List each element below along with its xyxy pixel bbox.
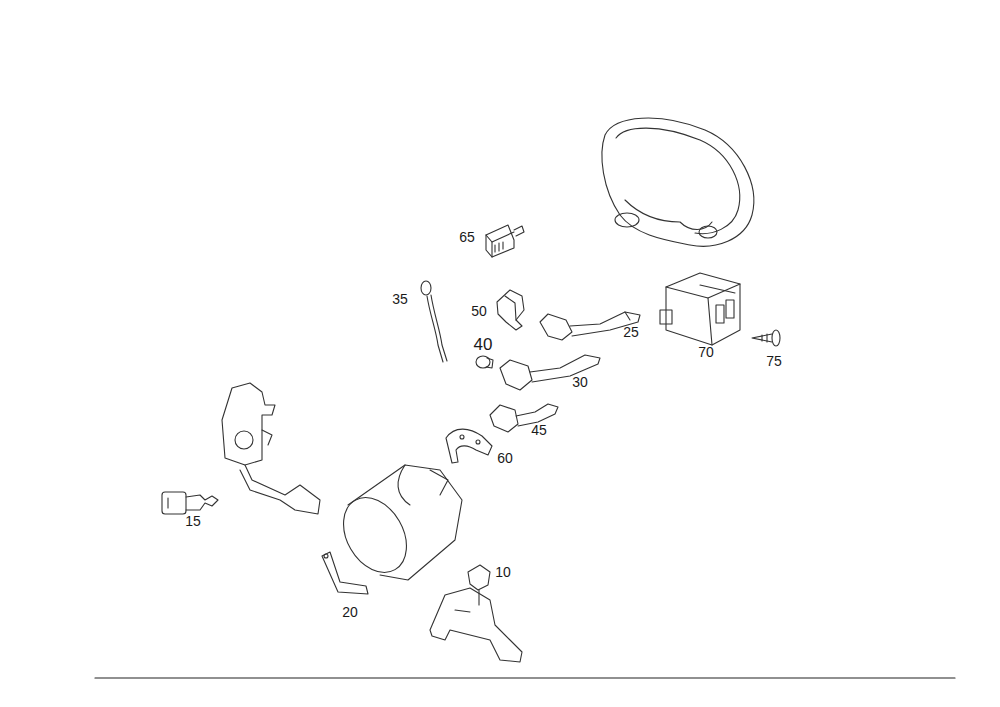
callout-number: 45 xyxy=(531,423,547,437)
callout-number: 20 xyxy=(342,605,358,619)
callout-number: 10 xyxy=(495,565,511,579)
screw xyxy=(752,330,780,346)
lever-switch xyxy=(500,355,600,390)
callout-number: 50 xyxy=(471,304,487,318)
callout-number: 25 xyxy=(623,325,639,339)
callout-number: 30 xyxy=(572,375,588,389)
bracket xyxy=(322,552,368,594)
callout-number: 40 xyxy=(474,336,493,353)
callout-number: 15 xyxy=(185,514,201,528)
switch xyxy=(497,290,524,330)
combination-switch xyxy=(660,273,740,345)
brake-light-switch xyxy=(162,492,218,514)
callout-number: 35 xyxy=(392,292,408,306)
callout-number: 75 xyxy=(766,354,782,368)
callout-number: 60 xyxy=(497,451,513,465)
switch xyxy=(486,225,524,257)
callout-number: 70 xyxy=(698,345,714,359)
steering-wheel xyxy=(602,118,754,246)
pedal-assembly xyxy=(222,383,320,514)
footer-rule xyxy=(95,677,955,678)
callout-number: 65 xyxy=(459,230,475,244)
column-cover xyxy=(331,465,462,584)
cable xyxy=(421,281,447,362)
steering-lock-assembly xyxy=(430,565,522,662)
lever-switch xyxy=(540,312,640,340)
lever-switch xyxy=(490,404,558,432)
bulb xyxy=(476,356,493,368)
bracket xyxy=(446,429,492,463)
